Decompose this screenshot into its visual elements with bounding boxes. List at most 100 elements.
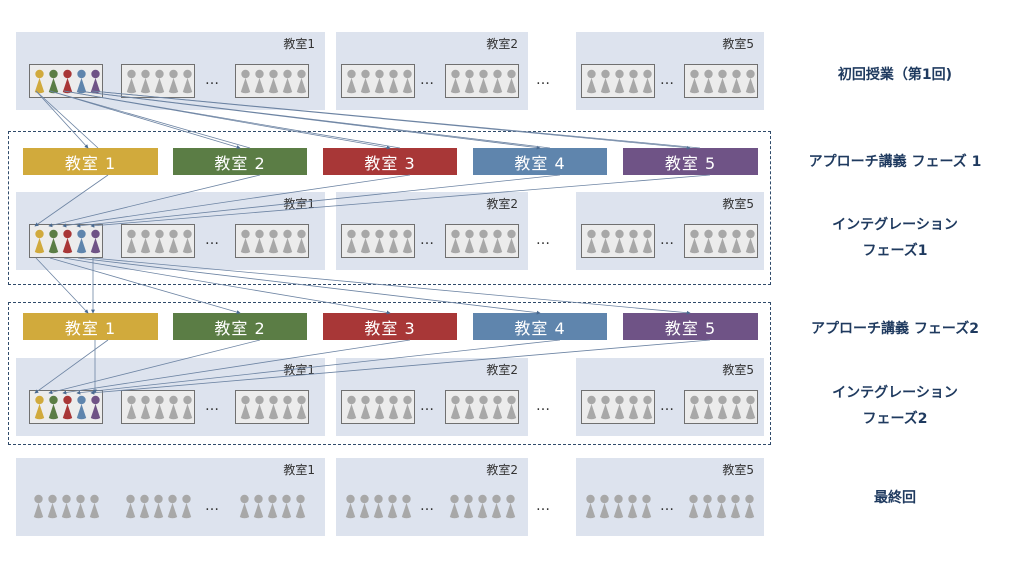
student-group — [235, 490, 309, 524]
phase-label-last: 最終回 — [874, 490, 916, 506]
lecture-box-1-phase2: 教室 1 — [23, 313, 158, 340]
student-group — [121, 224, 195, 258]
lecture-box-4-phase2: 教室 4 — [473, 313, 607, 340]
classroom-label: 教室2 — [486, 197, 518, 211]
person-icon — [388, 229, 399, 255]
person-icon — [586, 229, 597, 255]
ellipsis: … — [205, 398, 220, 414]
person-icon — [745, 69, 756, 95]
phase-label-first: 初回授業（第1回) — [837, 67, 953, 83]
person-icon — [89, 494, 100, 520]
person-icon — [717, 395, 728, 421]
person-icon — [614, 395, 625, 421]
person-icon — [268, 69, 279, 95]
person-icon — [492, 229, 503, 255]
student-group — [29, 490, 103, 524]
person-icon — [689, 229, 700, 255]
phase-label-integration1-line1: インテグレーション — [832, 217, 958, 233]
person-icon — [600, 229, 611, 255]
person-icon — [628, 395, 639, 421]
person-icon — [346, 69, 357, 95]
classroom-label: 教室2 — [486, 37, 518, 51]
person-icon — [346, 395, 357, 421]
person-icon — [154, 229, 165, 255]
person-icon — [282, 69, 293, 95]
student-group — [121, 490, 195, 524]
person-icon — [717, 229, 728, 255]
person-icon — [268, 395, 279, 421]
classroom-label: 教室2 — [486, 363, 518, 377]
phase-label-approach1: アプローチ講義 フェーズ 1 — [808, 154, 982, 170]
person-icon — [76, 395, 87, 421]
person-icon — [505, 494, 516, 520]
person-icon — [449, 494, 460, 520]
person-icon — [478, 229, 489, 255]
person-icon — [90, 395, 101, 421]
student-group — [121, 390, 195, 424]
classroom-label: 教室1 — [283, 363, 315, 377]
lecture-box-4-phase1: 教室 4 — [473, 148, 607, 175]
person-icon — [253, 494, 264, 520]
person-icon — [153, 494, 164, 520]
person-icon — [731, 229, 742, 255]
person-icon — [359, 494, 370, 520]
person-icon — [388, 395, 399, 421]
person-icon — [254, 69, 265, 95]
person-icon — [402, 395, 413, 421]
person-icon — [492, 69, 503, 95]
person-icon — [585, 494, 596, 520]
person-icon — [628, 229, 639, 255]
person-icon — [182, 69, 193, 95]
person-icon — [373, 494, 384, 520]
person-icon — [182, 395, 193, 421]
person-icon — [642, 395, 653, 421]
ellipsis: … — [205, 232, 220, 248]
person-icon — [374, 229, 385, 255]
person-icon — [506, 395, 517, 421]
person-icon — [463, 494, 474, 520]
person-icon — [586, 395, 597, 421]
person-icon — [744, 494, 755, 520]
student-group — [581, 390, 655, 424]
phase-label-approach2: アプローチ講義 フェーズ2 — [811, 321, 979, 337]
person-icon — [240, 229, 251, 255]
classroom-label: 教室5 — [722, 197, 754, 211]
person-icon — [346, 229, 357, 255]
person-icon — [627, 494, 638, 520]
person-icon — [268, 229, 279, 255]
person-icon — [126, 69, 137, 95]
student-group — [341, 64, 415, 98]
person-icon — [154, 69, 165, 95]
student-group — [581, 224, 655, 258]
person-icon — [614, 229, 625, 255]
student-group — [235, 64, 309, 98]
classroom-label: 教室5 — [722, 37, 754, 51]
person-icon — [450, 229, 461, 255]
person-icon — [140, 395, 151, 421]
person-icon — [90, 69, 101, 95]
ellipsis: … — [420, 498, 435, 514]
person-icon — [282, 229, 293, 255]
person-icon — [76, 69, 87, 95]
person-icon — [126, 229, 137, 255]
person-icon — [491, 494, 502, 520]
person-icon — [239, 494, 250, 520]
person-icon — [641, 494, 652, 520]
person-icon — [140, 229, 151, 255]
person-icon — [703, 395, 714, 421]
ellipsis: … — [660, 72, 675, 88]
student-group — [684, 224, 758, 258]
person-icon — [140, 69, 151, 95]
ellipsis: … — [536, 398, 551, 414]
person-icon — [345, 494, 356, 520]
person-icon — [48, 229, 59, 255]
person-icon — [492, 395, 503, 421]
person-icon — [139, 494, 150, 520]
person-icon — [478, 69, 489, 95]
person-icon — [702, 494, 713, 520]
student-group — [445, 64, 519, 98]
person-icon — [506, 229, 517, 255]
person-icon — [402, 229, 413, 255]
person-icon — [642, 69, 653, 95]
person-icon — [154, 395, 165, 421]
